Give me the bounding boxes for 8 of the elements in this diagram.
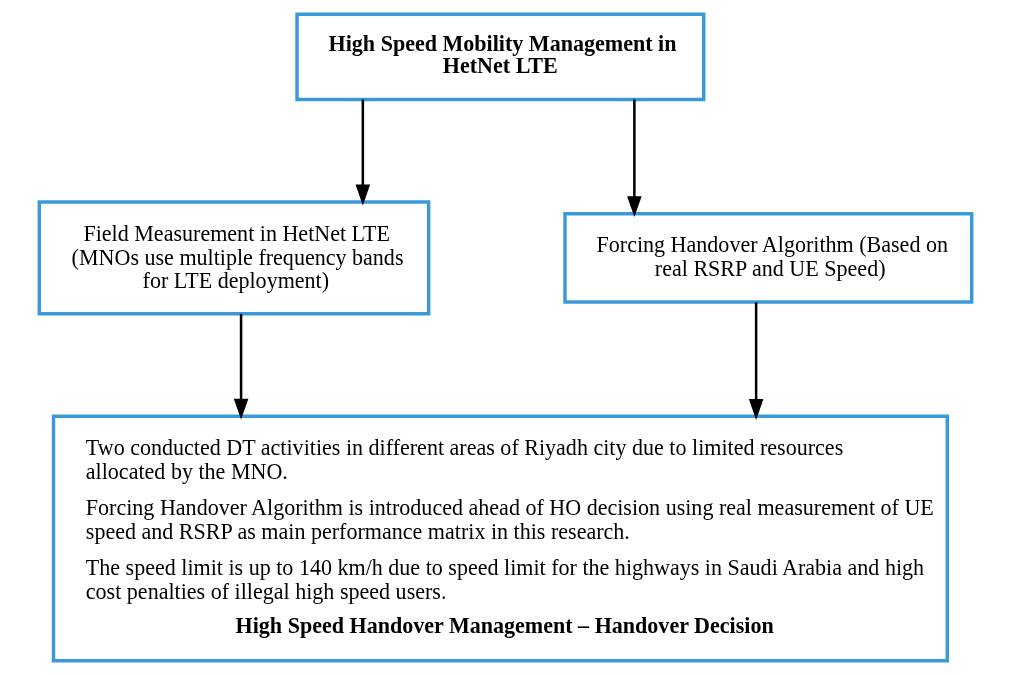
arrow xyxy=(627,99,642,218)
arrow xyxy=(748,302,764,420)
arrow xyxy=(233,314,249,420)
arrow xyxy=(355,99,371,206)
node-box: Field Measurement in HetNet LTE (MNOs use multiple frequency bands for LTE deployment) xyxy=(37,200,431,316)
node-box: High Speed Mobility Management in HetNet LTE xyxy=(295,12,706,102)
node-box: Two conducted DT activities in different areas of Riyadh city due to limited resources allocated by the MNO. Forcing Handover Algorithm is introduced ahead of HO decision using real measurement of UE speed and RSRP as main performance matrix in this research. The speed limit is up to 140 km/h due to speed limit for the highways in Saudi Arabia and high cost penalties of illegal high speed users. High Speed Handover Management – Handover Decision xyxy=(51,414,949,663)
node-box: Forcing Handover Algorithm (Based on real RSRP and UE Speed) xyxy=(563,212,974,304)
